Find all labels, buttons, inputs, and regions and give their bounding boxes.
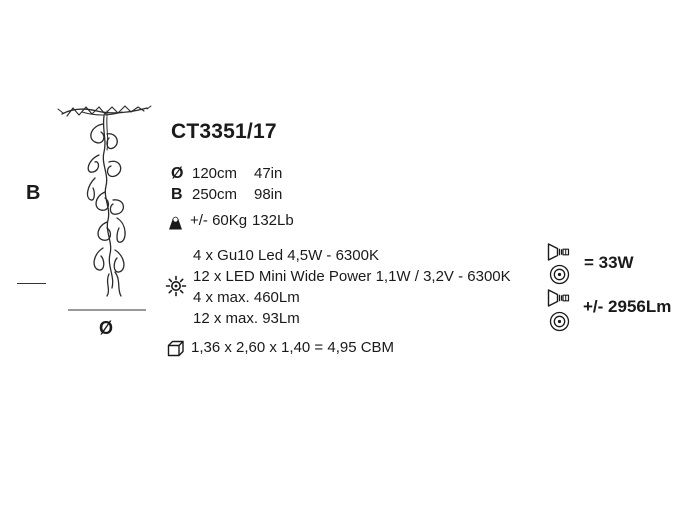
total-wattage: = 33W: [584, 253, 634, 272]
diameter-dimension-line: [68, 309, 146, 311]
total-lumens: +/- 2956Lm: [583, 297, 672, 316]
lamp-spec-line: 12 x LED Mini Wide Power 1,1W / 3,2V - 6…: [193, 268, 511, 285]
product-code: CT3351/17: [171, 120, 277, 143]
spotlight-icon: [547, 289, 571, 307]
diameter-metric: 120cm: [192, 165, 238, 182]
diameter-symbol: Ø: [171, 165, 184, 182]
chandelier-sketch-icon: [57, 105, 152, 297]
weight-metric: +/- 60Kg: [190, 212, 248, 229]
lamp-spec-line: 12 x max. 93Lm: [193, 310, 300, 327]
height-dimension-tick: [17, 283, 46, 284]
product-sketch: [57, 100, 153, 300]
bulb-icon: [164, 274, 188, 298]
diameter-imperial: 47in: [254, 165, 283, 182]
diagram-diameter-label: Ø: [99, 318, 114, 338]
height-metric: 250cm: [192, 186, 238, 203]
led-lens-icon: [549, 264, 570, 285]
weight-row: +/- 60Kg 132Lb: [0, 211, 680, 231]
height-row: B 250cm 98in: [0, 185, 680, 205]
diameter-row: Ø 120cm 47in: [0, 164, 680, 184]
packaging-row: 1,36 x 2,60 x 1,40 = 4,95 CBM: [0, 338, 680, 358]
lamp-spec-line: 4 x Gu10 Led 4,5W - 6300K: [193, 247, 379, 264]
weight-imperial: 132Lb: [252, 212, 294, 229]
led-lens-icon: [549, 311, 570, 332]
packaging-volume: 1,36 x 2,60 x 1,40 = 4,95 CBM: [191, 339, 395, 356]
height-imperial: 98in: [254, 186, 283, 203]
lamp-spec-line: 4 x max. 460Lm: [193, 289, 300, 306]
height-symbol: B: [171, 186, 183, 203]
weight-icon: [166, 212, 185, 231]
spotlight-icon: [547, 243, 571, 261]
diagram-height-label: B: [26, 182, 41, 204]
box-icon: [166, 339, 186, 358]
